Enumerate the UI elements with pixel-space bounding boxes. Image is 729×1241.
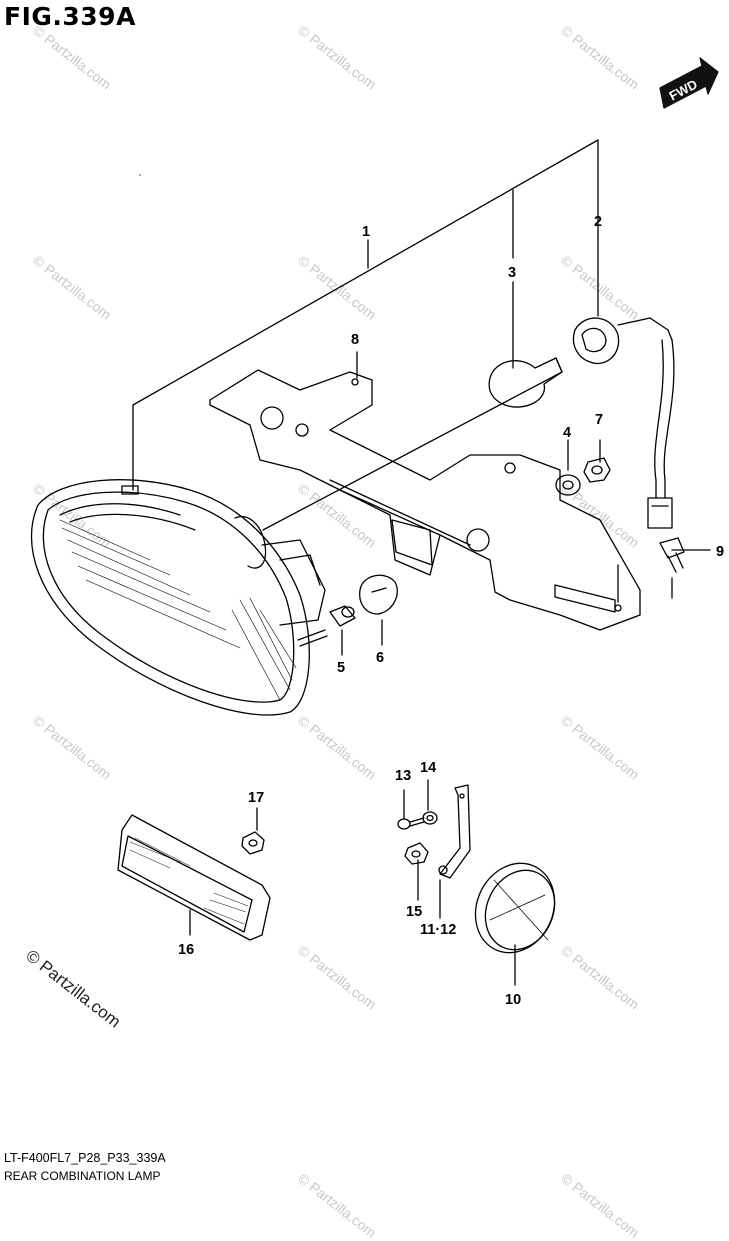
grommet (359, 574, 398, 615)
callout-10: 10 (505, 992, 521, 1008)
washer (555, 474, 581, 496)
callout-14: 14 (420, 760, 436, 776)
leader-lines (132, 139, 711, 986)
callout-3: 3 (508, 265, 516, 281)
reflector-nut (241, 831, 265, 855)
callout-7: 7 (595, 412, 603, 428)
figure-name: REAR COMBINATION LAMP (4, 1169, 161, 1183)
collar (329, 605, 356, 627)
license-lamp (474, 862, 556, 954)
bolt (659, 537, 685, 573)
lamp-housing (30, 479, 328, 716)
callout-1: 1 (362, 224, 370, 240)
parts-diagram: FWD (30, 57, 724, 1008)
reflector (117, 814, 271, 941)
callout-11-12: 11·12 (420, 922, 456, 938)
callout-6: 6 (376, 650, 384, 666)
bracket-nut (404, 842, 429, 865)
callout-5: 5 (337, 660, 345, 676)
model-code: LT-F400FL7_P28_P33_339A (4, 1151, 166, 1165)
callout-13: 13 (395, 768, 411, 784)
lamp-bracket (209, 369, 641, 631)
fwd-label: FWD (667, 76, 700, 103)
small-nut (422, 811, 438, 825)
screw (397, 817, 425, 830)
socket-harness (572, 317, 675, 529)
fwd-arrow-icon: FWD (659, 57, 719, 109)
callout-15: 15 (406, 904, 422, 920)
figure-title: FIG.339A (4, 2, 136, 31)
bulb (488, 357, 563, 408)
callout-8: 8 (351, 332, 359, 348)
callout-16: 16 (178, 942, 194, 958)
nut (583, 457, 611, 483)
license-lamp-bracket (438, 784, 471, 879)
callout-17: 17 (248, 790, 264, 806)
callout-4: 4 (563, 425, 571, 441)
callout-2: 2 (594, 214, 602, 230)
callout-9: 9 (716, 544, 724, 560)
